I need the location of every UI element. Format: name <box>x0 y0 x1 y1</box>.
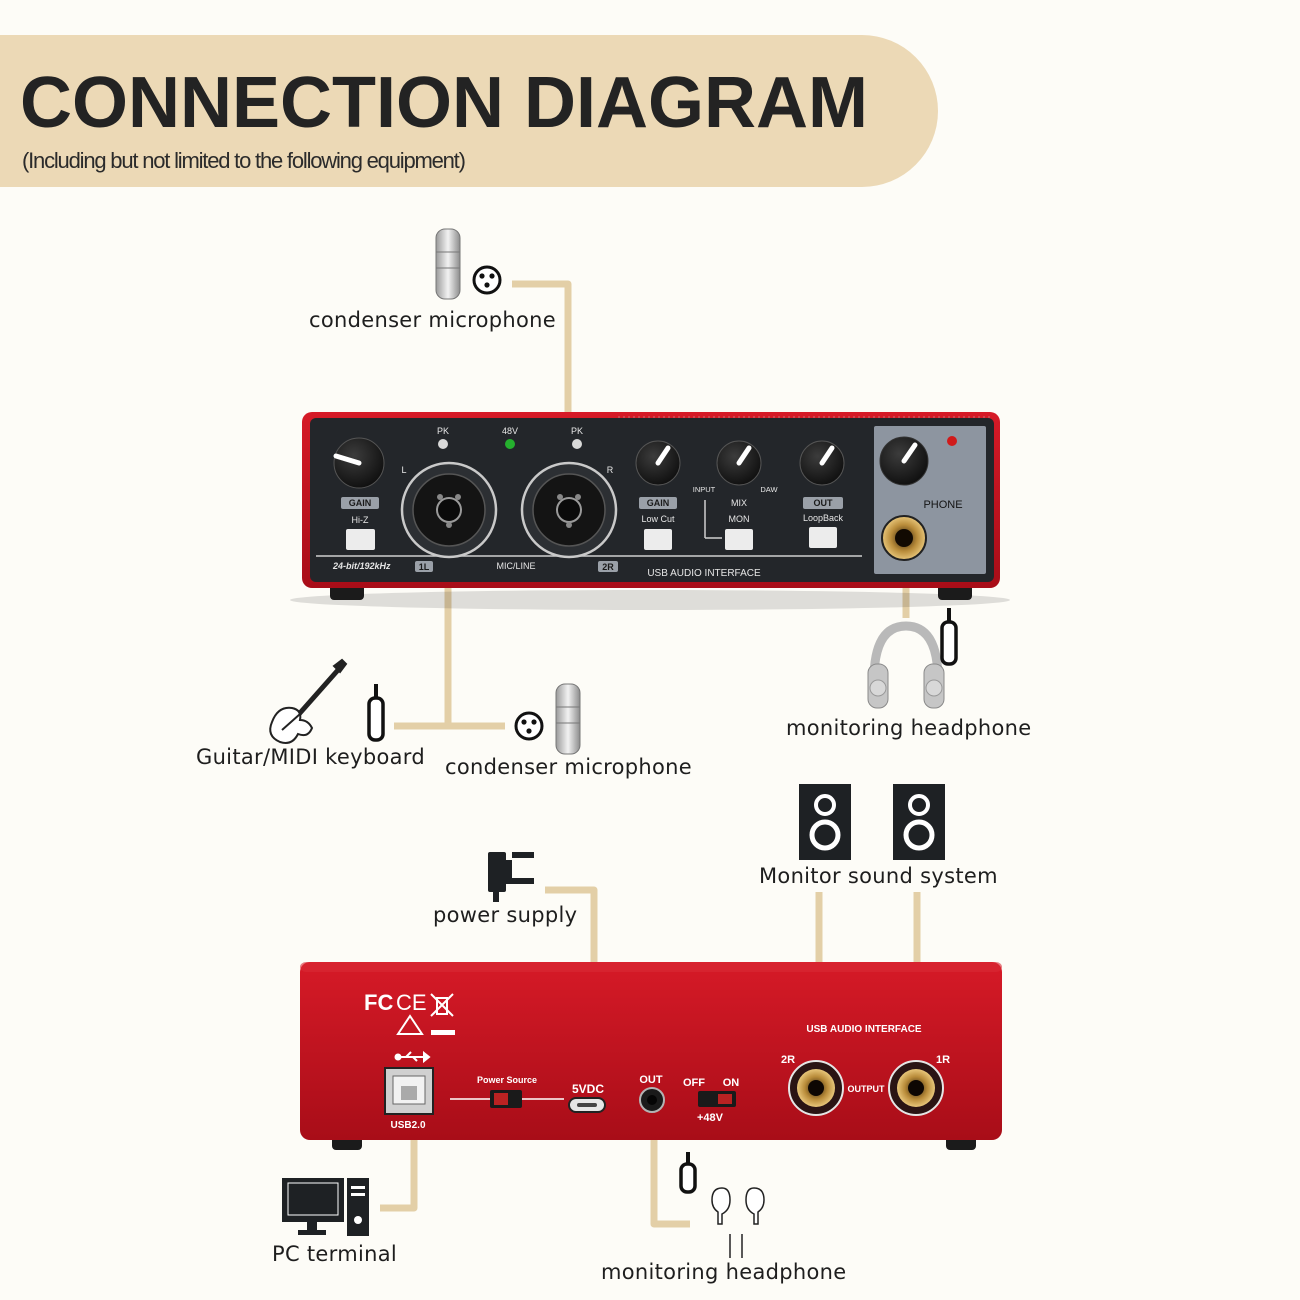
power-adapter-icon <box>488 852 534 902</box>
pc-computer-icon <box>282 1178 369 1236</box>
rp-output: OUTPUT <box>848 1084 886 1094</box>
fp-lowcut: Low Cut <box>641 514 675 524</box>
label-power-supply: power supply <box>433 903 578 927</box>
phone-led <box>947 436 957 446</box>
label-monitor-sound-system: Monitor sound system <box>759 864 998 888</box>
label-pc-terminal: PC terminal <box>272 1242 398 1266</box>
power-source-switch[interactable] <box>450 1090 564 1108</box>
output-jack-2r[interactable] <box>788 1060 844 1116</box>
fp-in2: 2R <box>602 562 614 572</box>
label-guitar-midi: Guitar/MIDI keyboard <box>196 745 425 769</box>
header-banner <box>0 35 938 187</box>
rp-power-source: Power Source <box>477 1075 537 1085</box>
speaker-icon-left <box>799 784 851 860</box>
fp-mix: MIX <box>731 498 747 508</box>
guitar-icon <box>269 658 348 744</box>
speaker-icon-right <box>893 784 945 860</box>
ce-mark: CE <box>396 990 427 1015</box>
label-condenser-mic-top: condenser microphone <box>309 308 557 332</box>
usb-b-port[interactable] <box>384 1067 434 1115</box>
48v-led <box>505 439 515 449</box>
headphone-icon-front <box>867 621 945 709</box>
xlr-connector-icon-top <box>472 265 502 295</box>
xlr-connector-icon-bottom <box>514 711 544 741</box>
fp-gain-left: GAIN <box>349 498 372 508</box>
output-jack-1r[interactable] <box>888 1060 944 1116</box>
page-title: CONNECTION DIAGRAM <box>20 63 868 143</box>
fp-out: OUT <box>814 498 834 508</box>
cable-headphone-rear <box>650 1100 690 1228</box>
rear-device: FC CE <box>300 962 1002 1150</box>
rp-5vdc: 5VDC <box>572 1082 604 1096</box>
rp-usb20: USB2.0 <box>390 1120 425 1131</box>
gain-knob-left[interactable] <box>333 437 385 489</box>
fp-r: R <box>607 465 614 475</box>
fp-bitrate: 24-bit/192kHz <box>332 561 391 571</box>
front-device: PK 48V PK L R GAIN Hi-Z GAIN Low Cut INP… <box>290 412 1010 610</box>
condenser-mic-icon-top <box>435 228 461 300</box>
headphone-jack-front[interactable] <box>881 515 927 561</box>
rp-2r: 2R <box>781 1054 795 1066</box>
fp-in1: 1L <box>419 562 430 572</box>
fp-daw: DAW <box>760 485 778 494</box>
rp-48v: +48V <box>697 1112 724 1124</box>
fp-usb-interface: USB AUDIO INTERFACE <box>647 568 761 579</box>
jack-plug-icon-earbuds <box>679 1152 697 1194</box>
rp-out: OUT <box>639 1074 663 1086</box>
fp-48v: 48V <box>502 426 518 436</box>
fp-pk-right: PK <box>571 426 583 436</box>
certification-marks: FC CE <box>364 990 455 1035</box>
phone-knob[interactable] <box>879 436 929 486</box>
earbuds-icon <box>711 1187 765 1258</box>
label-condenser-mic-bottom: condenser microphone <box>445 755 693 779</box>
jack-plug-icon-guitar <box>367 684 385 742</box>
condenser-mic-icon-bottom <box>555 683 581 755</box>
out-knob[interactable] <box>799 440 845 486</box>
mon-button[interactable] <box>725 529 753 550</box>
fp-gain-right: GAIN <box>647 498 670 508</box>
fp-loopback: LoopBack <box>803 513 844 523</box>
fp-phone: PHONE <box>923 499 962 511</box>
headphone-jack-rear[interactable] <box>639 1087 665 1113</box>
rp-usb-interface: USB AUDIO INTERFACE <box>806 1024 922 1035</box>
fp-l: L <box>401 465 406 475</box>
page-subtitle: (Including but not limited to the follow… <box>22 148 466 173</box>
pk-led-right <box>572 439 582 449</box>
hiz-button[interactable] <box>346 529 375 550</box>
fp-micline: MIC/LINE <box>496 561 535 571</box>
cable-pc <box>380 1125 418 1212</box>
combo-jack-input-1[interactable] <box>400 461 498 559</box>
loopback-button[interactable] <box>809 527 837 548</box>
rp-1r: 1R <box>936 1054 950 1066</box>
48v-switch[interactable] <box>698 1091 736 1107</box>
gain-knob-right[interactable] <box>635 440 681 486</box>
fp-hiz: Hi-Z <box>352 515 369 525</box>
rp-on: ON <box>723 1077 740 1089</box>
pk-led-left <box>438 439 448 449</box>
jack-plug-icon-headphone-front <box>940 608 958 666</box>
mix-knob[interactable] <box>716 440 762 486</box>
fp-pk-left: PK <box>437 426 449 436</box>
label-monitoring-headphone-rear: monitoring headphone <box>601 1260 847 1284</box>
rp-off: OFF <box>683 1077 705 1089</box>
fc-mark: FC <box>364 990 393 1015</box>
usb-symbol-icon <box>394 1050 431 1064</box>
lowcut-button[interactable] <box>644 529 672 550</box>
fp-input: INPUT <box>693 485 716 494</box>
combo-jack-input-2[interactable] <box>520 461 618 559</box>
usb-c-port[interactable] <box>568 1097 606 1113</box>
fp-mon: MON <box>729 514 750 524</box>
label-monitoring-headphone-front: monitoring headphone <box>786 716 1032 740</box>
